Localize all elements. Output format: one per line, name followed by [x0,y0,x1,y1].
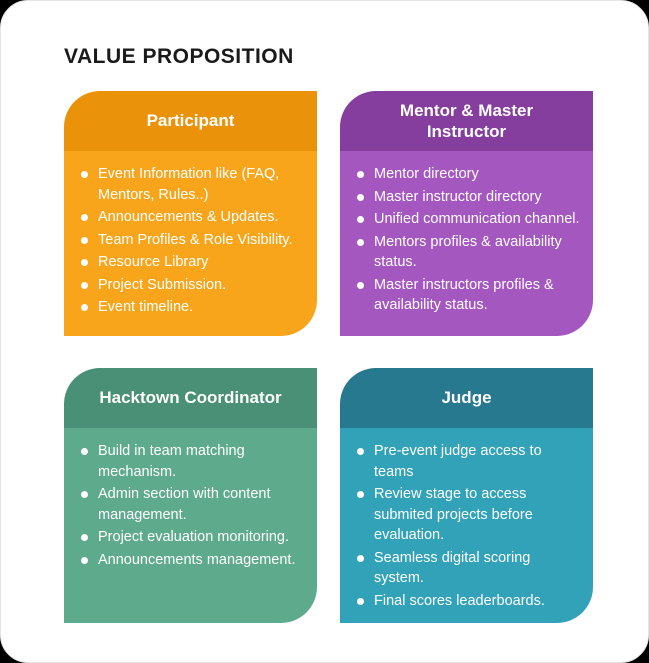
card-judge-title: Judge [441,388,492,408]
cards-grid: Participant Event Information like (FAQ,… [64,91,593,623]
list-item: Announcements management. [79,550,305,571]
card-coordinator-body: Build in team matching mechanism. Admin … [64,428,317,623]
list-item: Unified communication channel. [355,209,581,230]
judge-bullet-list: Pre-event judge access to teams Review s… [355,441,581,612]
mentor-bullet-list: Mentor directory Master instructor direc… [355,164,581,316]
card-coordinator-header: Hacktown Coordinator [64,368,317,428]
list-item: Admin section with content management. [79,484,305,525]
list-item: Project evaluation monitoring. [79,527,305,548]
list-item: Master instructor directory [355,187,581,208]
card-judge-body: Pre-event judge access to teams Review s… [340,428,593,623]
list-item: Master instructors profiles & availabili… [355,275,581,316]
card-coordinator-title: Hacktown Coordinator [99,388,282,408]
participant-bullet-list: Event Information like (FAQ, Mentors, Ru… [79,164,305,318]
card-mentor-header: Mentor & Master Instructor [340,91,593,151]
list-item: Project Submission. [79,275,305,296]
page-title: VALUE PROPOSITION [64,45,294,68]
card-hacktown-coordinator: Hacktown Coordinator Build in team match… [64,368,317,623]
card-mentor-title: Mentor & Master Instructor [399,100,534,141]
list-item: Build in team matching mechanism. [79,441,305,482]
list-item: Review stage to access submited projects… [355,484,581,546]
list-item: Seamless digital scoring system. [355,548,581,589]
list-item: Mentors profiles & availability status. [355,232,581,273]
list-item: Announcements & Updates. [79,207,305,228]
list-item: Pre-event judge access to teams [355,441,581,482]
coordinator-bullet-list: Build in team matching mechanism. Admin … [79,441,305,570]
card-participant-body: Event Information like (FAQ, Mentors, Ru… [64,151,317,336]
list-item: Event Information like (FAQ, Mentors, Ru… [79,164,305,205]
list-item: Event timeline. [79,297,305,318]
list-item: Final scores leaderboards. [355,591,581,612]
card-participant-header: Participant [64,91,317,151]
list-item: Resource Library [79,252,305,273]
list-item: Mentor directory [355,164,581,185]
card-mentor-body: Mentor directory Master instructor direc… [340,151,593,336]
card-judge: Judge Pre-event judge access to teams Re… [340,368,593,623]
card-participant: Participant Event Information like (FAQ,… [64,91,317,336]
card-mentor-master-instructor: Mentor & Master Instructor Mentor direct… [340,91,593,336]
list-item: Team Profiles & Role Visibility. [79,230,305,251]
card-participant-title: Participant [146,111,235,131]
card-judge-header: Judge [340,368,593,428]
